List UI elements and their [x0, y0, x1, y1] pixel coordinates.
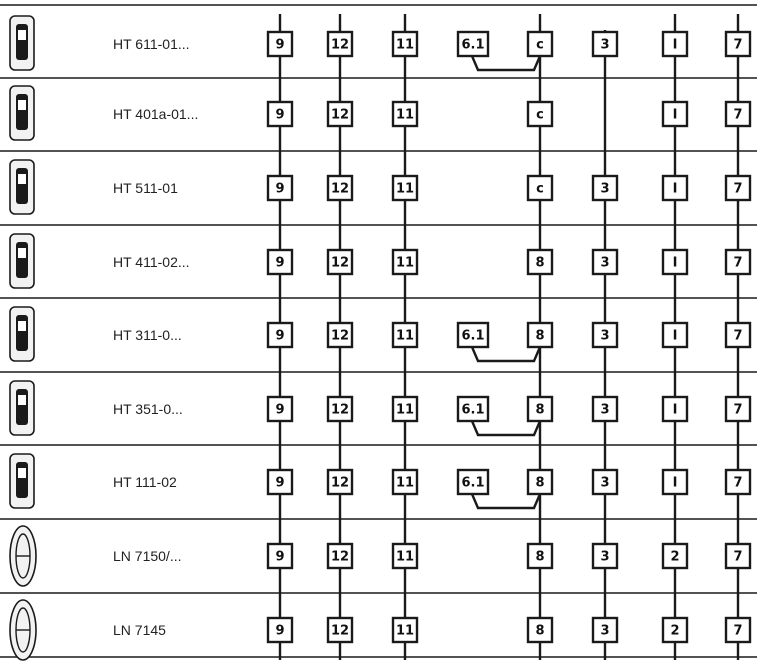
terminal-label: 9 [275, 108, 284, 123]
terminal-label: 7 [733, 329, 742, 344]
terminal-label: c [536, 108, 544, 123]
terminal-label: c [536, 182, 544, 197]
terminal-label: 12 [331, 182, 349, 197]
terminal-label: 3 [600, 624, 609, 639]
connector-link [472, 494, 540, 508]
terminal-label: 7 [733, 182, 742, 197]
device-icons [10, 16, 36, 660]
handset-351-icon [10, 381, 34, 435]
terminal-label: 3 [600, 403, 609, 418]
terminal-label: 11 [396, 550, 414, 565]
handset-611-icon [10, 16, 34, 70]
terminal-label: 3 [600, 329, 609, 344]
model-label: HT 411-02... [113, 254, 190, 270]
terminal-label: 8 [535, 403, 544, 418]
terminal-label: c [536, 38, 544, 53]
terminal-label: 11 [396, 108, 414, 123]
terminal-label: 6.1 [461, 476, 484, 491]
terminal-boxes: 912116.1c3I791211cI791211c3I79121183I791… [268, 32, 750, 642]
terminal-label: 12 [331, 476, 349, 491]
terminal-label: I [673, 38, 678, 53]
handset-111-icon [10, 454, 34, 508]
terminal-label: I [673, 108, 678, 123]
terminal-label: 11 [396, 403, 414, 418]
model-label: HT 611-01... [113, 36, 190, 52]
terminal-label: 9 [275, 329, 284, 344]
terminal-label: 7 [733, 476, 742, 491]
terminal-label: 7 [733, 108, 742, 123]
terminal-label: 11 [396, 256, 414, 271]
model-label: LN 7150/... [113, 548, 182, 564]
terminal-label: 6.1 [461, 329, 484, 344]
terminal-label: 2 [670, 624, 679, 639]
terminal-label: 2 [670, 550, 679, 565]
model-label: HT 511-01 [113, 180, 178, 196]
terminal-label: 3 [600, 38, 609, 53]
terminal-label: 12 [331, 329, 349, 344]
terminal-label: 7 [733, 256, 742, 271]
connector-link [472, 347, 540, 361]
terminal-label: I [673, 182, 678, 197]
terminal-label: 8 [535, 476, 544, 491]
terminal-label: 11 [396, 38, 414, 53]
terminal-label: 12 [331, 256, 349, 271]
terminal-label: 7 [733, 403, 742, 418]
terminal-label: 12 [331, 403, 349, 418]
handset-311-icon [10, 307, 34, 361]
terminal-label: 11 [396, 476, 414, 491]
terminal-label: I [673, 256, 678, 271]
handset-7145-icon [10, 600, 36, 660]
terminal-label: 9 [275, 403, 284, 418]
handset-411-icon [10, 234, 34, 288]
model-label: HT 111-02 [113, 474, 177, 490]
terminal-label: 3 [600, 256, 609, 271]
terminal-label: 3 [600, 182, 609, 197]
terminal-label: 11 [396, 624, 414, 639]
model-label: HT 351-0... [113, 401, 183, 417]
terminal-label: 9 [275, 476, 284, 491]
terminal-label: 12 [331, 550, 349, 565]
terminal-label: 11 [396, 182, 414, 197]
terminal-label: I [673, 403, 678, 418]
handset-401a-icon [10, 86, 34, 140]
model-label: HT 401a-01... [113, 106, 198, 122]
handset-511-icon [10, 160, 34, 214]
terminal-label: I [673, 329, 678, 344]
terminal-label: 8 [535, 550, 544, 565]
terminal-label: 12 [331, 38, 349, 53]
terminal-label: 11 [396, 329, 414, 344]
terminal-label: 7 [733, 624, 742, 639]
terminal-label: 9 [275, 256, 284, 271]
terminal-label: 9 [275, 182, 284, 197]
terminal-label: 6.1 [461, 38, 484, 53]
model-label: LN 7145 [113, 622, 166, 638]
terminal-label: 8 [535, 256, 544, 271]
terminal-label: 9 [275, 624, 284, 639]
terminal-label: I [673, 476, 678, 491]
model-labels: HT 611-01... HT 401a-01... HT 511-01 HT 411… [113, 36, 198, 638]
terminal-label: 8 [535, 624, 544, 639]
model-label: HT 311-0... [113, 327, 182, 343]
terminal-label: 3 [600, 550, 609, 565]
terminal-label: 7 [733, 550, 742, 565]
terminal-label: 9 [275, 38, 284, 53]
handset-7150-icon [10, 526, 36, 586]
terminal-label: 8 [535, 329, 544, 344]
terminal-label: 12 [331, 108, 349, 123]
terminal-label: 7 [733, 38, 742, 53]
connector-link [472, 421, 540, 435]
terminal-label: 3 [600, 476, 609, 491]
terminal-label: 12 [331, 624, 349, 639]
terminal-label: 6.1 [461, 403, 484, 418]
terminal-label: 9 [275, 550, 284, 565]
connector-link [472, 56, 540, 70]
